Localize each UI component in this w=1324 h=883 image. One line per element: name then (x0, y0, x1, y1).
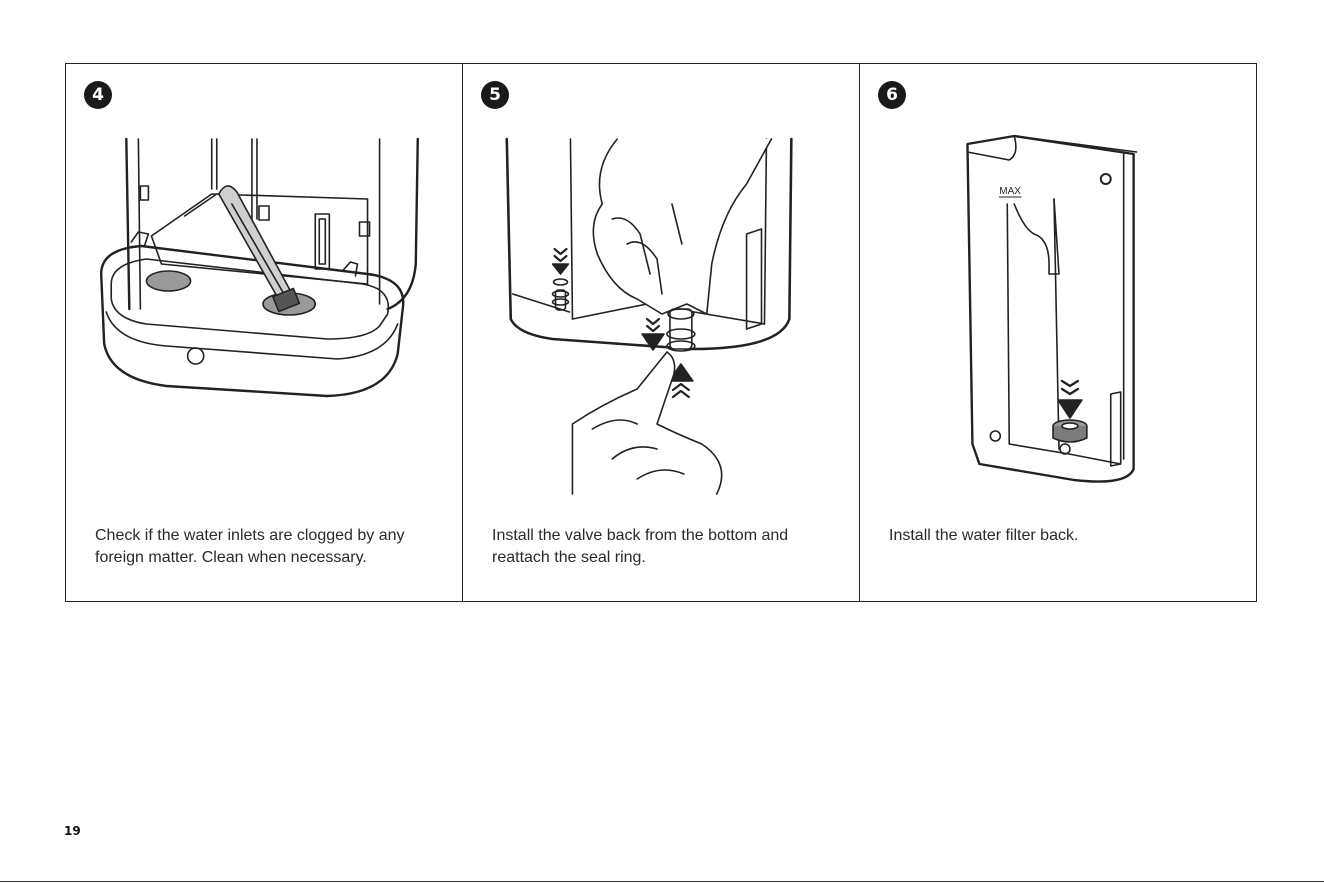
step-number-badge: 5 (481, 81, 509, 109)
step-caption: Check if the water inlets are clogged by… (95, 525, 445, 569)
water-filter-install-illustration: MAX (860, 124, 1256, 504)
step-panel-5: 5 (462, 64, 859, 601)
page-bottom-rule (0, 881, 1324, 882)
step-caption: Install the valve back from the bottom a… (492, 525, 842, 569)
max-fill-label: MAX (999, 186, 1021, 197)
step-number-badge: 4 (84, 81, 112, 109)
step-panel-4: 4 (66, 64, 462, 601)
page-number: 19 (64, 824, 81, 838)
step-number-badge: 6 (878, 81, 906, 109)
step-panel-6: 6 (859, 64, 1256, 601)
water-tank-base-brush-illustration (66, 124, 462, 504)
valve-install-hands-illustration (463, 124, 859, 504)
step-caption: Install the water filter back. (889, 525, 1239, 547)
instruction-panel-grid: 4 (65, 63, 1257, 602)
